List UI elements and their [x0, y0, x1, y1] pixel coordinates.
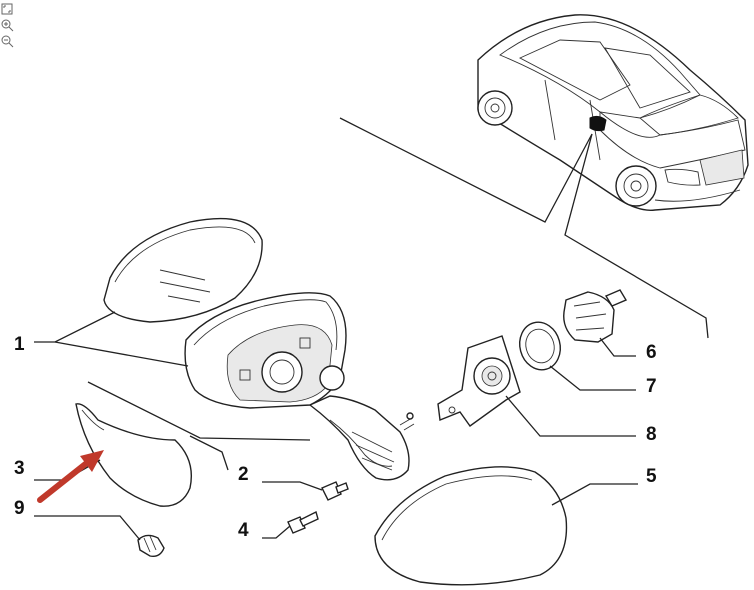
- callout-3: 3: [14, 458, 25, 479]
- callout-8: 8: [646, 424, 657, 445]
- callout-5: 5: [646, 466, 657, 487]
- callout-2: 2: [238, 464, 249, 485]
- callout-7: 7: [646, 376, 657, 397]
- mirror-housing: [184, 292, 415, 481]
- car-illustration: [477, 14, 749, 211]
- lower-cover: [75, 403, 193, 507]
- bulb: [137, 534, 165, 558]
- callout-6: 6: [646, 342, 657, 363]
- callout-4: 4: [238, 520, 249, 541]
- highlight-arrow: [37, 450, 104, 503]
- car-leader-left: [339, 117, 593, 223]
- screw-2: [321, 481, 349, 501]
- screw-4: [287, 510, 319, 534]
- rear-wheel: [477, 90, 513, 126]
- fit-page-icon[interactable]: [0, 2, 14, 16]
- car-leader-right: [564, 133, 709, 339]
- mirror-glass: [103, 217, 263, 323]
- outer-cover: [374, 466, 568, 586]
- callout-1: 1: [14, 334, 25, 355]
- zoom-toolbar: [0, 2, 16, 48]
- zoom-out-icon[interactable]: [0, 34, 14, 48]
- motor-bracket: [437, 335, 521, 427]
- actuator: [563, 289, 628, 343]
- zoom-in-icon[interactable]: [0, 18, 14, 32]
- car-mirror-marker: [589, 115, 607, 132]
- retaining-ring: [519, 321, 561, 371]
- callout-labels: 1 2 3 4 5 6 7 8 9: [14, 334, 657, 541]
- front-wheel: [615, 165, 657, 207]
- callout-9: 9: [14, 498, 25, 519]
